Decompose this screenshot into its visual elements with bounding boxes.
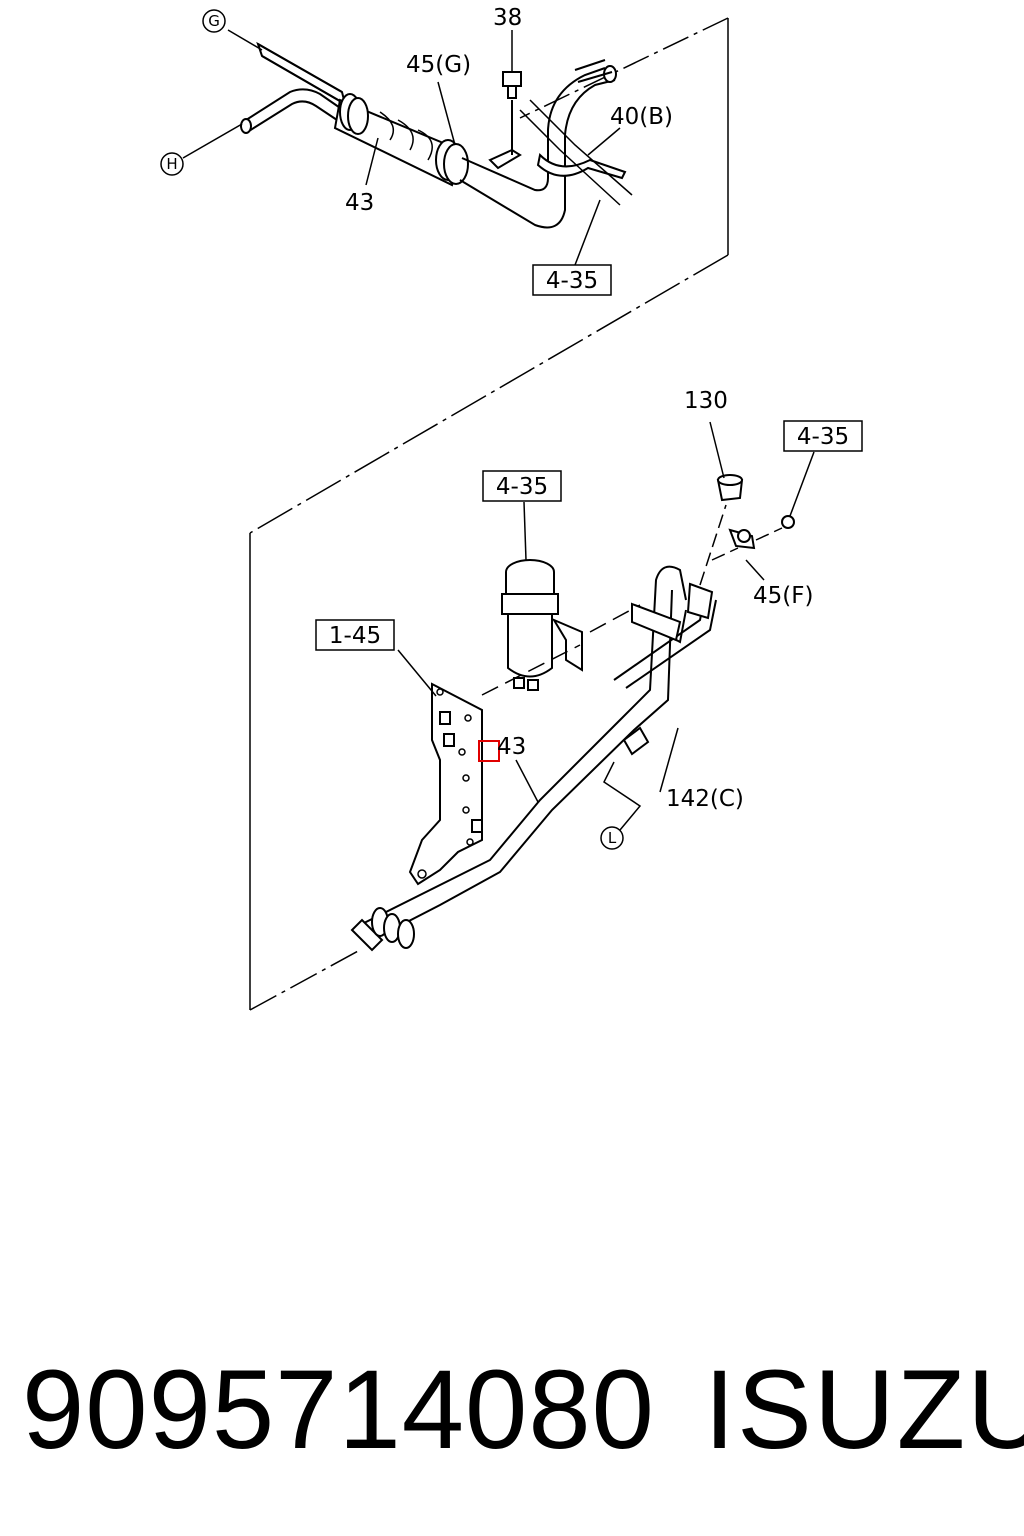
brand-name: ISUZU: [704, 1347, 1024, 1472]
label-142c: 142(C): [666, 786, 744, 812]
svg-text:1-45: 1-45: [329, 623, 381, 649]
bottom-assembly: [350, 474, 795, 952]
label-43-top: 43: [345, 190, 374, 216]
parts-diagram: G H L 38 45(G) 40(B) 43 4-35 130 4-35 4-…: [160, 5, 863, 1011]
svg-text:G: G: [208, 12, 220, 30]
svg-text:4-35: 4-35: [496, 474, 548, 500]
footer: 9095714080 ISUZU: [0, 1340, 1024, 1480]
label-43-bottom: 43: [497, 734, 526, 760]
ref-box-center: 4-35: [482, 470, 562, 502]
highlight-marker: [478, 740, 500, 762]
callout-h: H: [160, 152, 184, 176]
ref-box-left: 1-45: [315, 619, 395, 651]
label-45f: 45(F): [753, 583, 813, 609]
ref-box-top: 4-35: [532, 264, 612, 296]
callout-l: L: [600, 826, 624, 850]
svg-text:H: H: [166, 155, 177, 173]
label-38: 38: [493, 5, 522, 31]
label-130: 130: [684, 388, 728, 414]
callout-g: G: [202, 9, 226, 33]
svg-text:L: L: [608, 829, 617, 847]
svg-text:4-35: 4-35: [797, 424, 849, 450]
detail-frame: [249, 17, 729, 1011]
top-leaders: [182, 29, 621, 266]
ref-box-right: 4-35: [783, 420, 863, 452]
part-number: 9095714080: [22, 1347, 655, 1472]
label-45g: 45(G): [406, 52, 471, 78]
top-hose-assembly: [240, 41, 633, 229]
svg-text:4-35: 4-35: [546, 268, 598, 294]
bottom-leaders: [397, 421, 815, 803]
label-40b: 40(B): [610, 104, 673, 130]
